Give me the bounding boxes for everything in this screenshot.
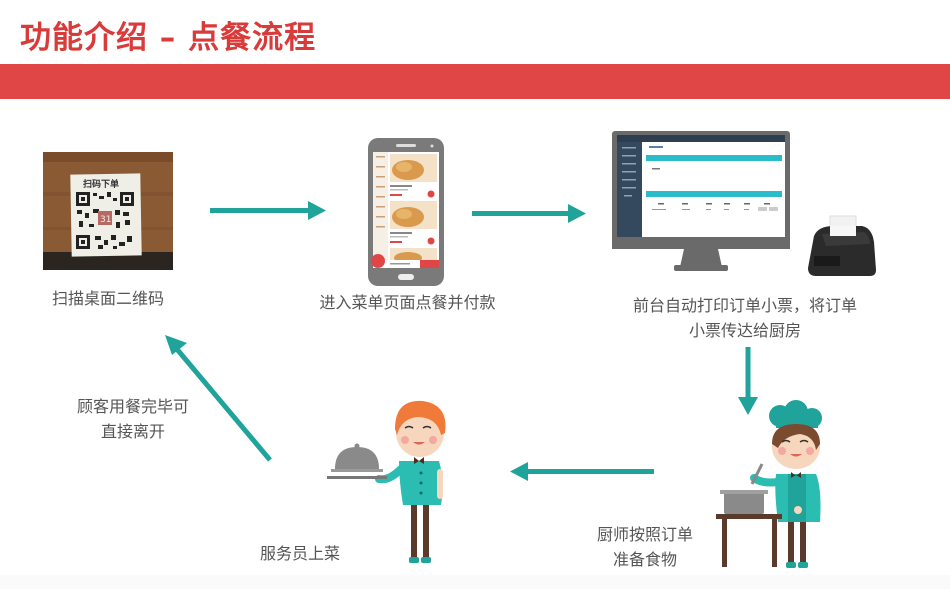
arrow-down-icon [738, 347, 758, 415]
page-title: 功能介绍 – 点餐流程 [20, 20, 317, 56]
phone-menu-icon [368, 138, 444, 286]
step-print-label-line2: 小票传达给厨房 [688, 321, 801, 340]
waiter-icon [325, 395, 455, 573]
qr-header-text: 扫码下单 [83, 178, 119, 190]
step-serve-label: 服务员上菜 [259, 544, 340, 563]
qr-code-photo: 扫码下单 31 [43, 152, 173, 270]
chef-icon [706, 392, 826, 572]
receipt-printer-icon [804, 212, 878, 278]
arrow-up-left-icon [160, 332, 278, 464]
arrow-right-icon [472, 204, 586, 224]
footer-band [0, 575, 950, 589]
table-number: 31 [100, 215, 111, 225]
step-cook-label-line1: 厨师按照订单 [596, 525, 693, 544]
step-menu-label: 进入菜单页面点餐并付款 [319, 293, 496, 312]
step-leave-label-line1: 顾客用餐完毕可 [76, 397, 189, 416]
arrow-left-icon [510, 462, 654, 482]
step-cook-label-line2: 准备食物 [612, 550, 677, 569]
header-band [0, 64, 950, 99]
arrow-right-icon [210, 201, 326, 221]
step-scan-label: 扫描桌面二维码 [51, 289, 164, 308]
step-print-label-line1: 前台自动打印订单小票，将订单 [632, 296, 857, 315]
monitor-icon [612, 131, 790, 274]
step-leave-label-line2: 直接离开 [100, 422, 165, 441]
